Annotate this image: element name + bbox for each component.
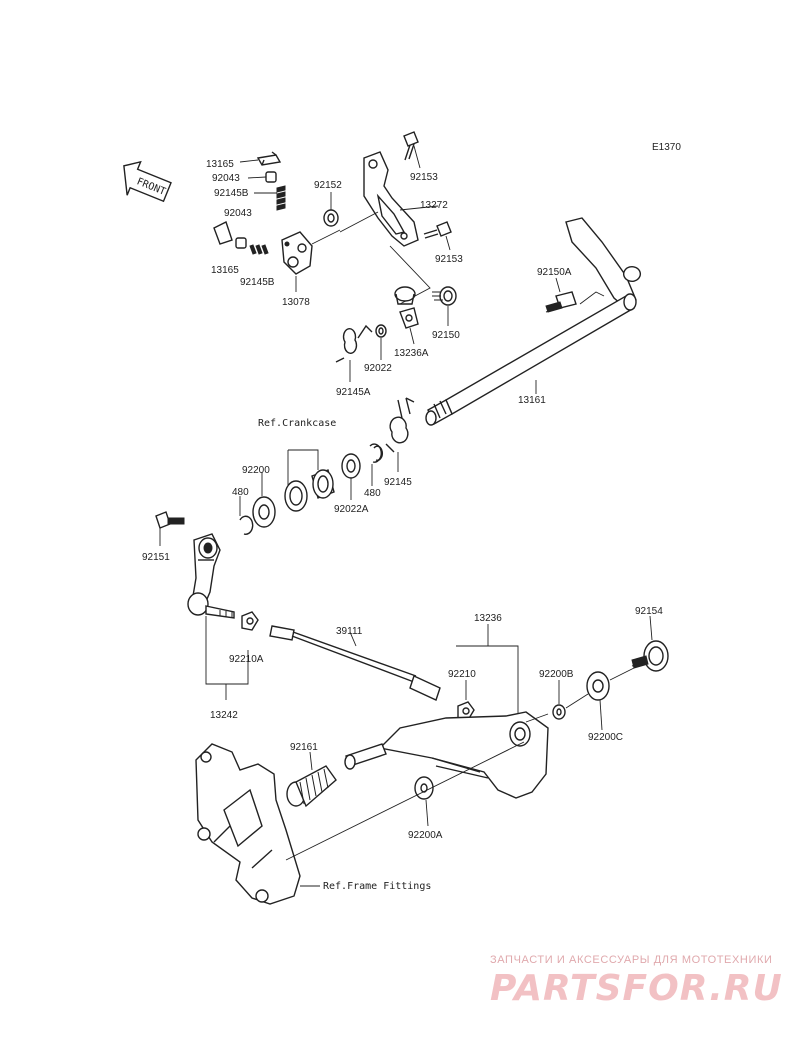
label-13242: 13242: [210, 710, 238, 721]
label-92043-top: 92043: [212, 173, 240, 184]
label-92150a: 92150A: [537, 267, 572, 278]
frame-fitting-bracket: [195, 743, 301, 905]
shift-cam-group: [213, 151, 341, 292]
watermark-tagline: ЗАПЧАСТИ И АКСЕССУАРЫ ДЛЯ МОТОТЕХНИКИ: [490, 954, 772, 966]
label-92145b-lower: 92145B: [240, 277, 275, 288]
plate-13272: [339, 151, 439, 247]
pin-13236a: [394, 286, 419, 345]
label-92022a: 92022A: [334, 504, 369, 515]
label-13161: 13161: [518, 395, 546, 406]
label-13165-lower: 13165: [211, 265, 239, 276]
label-92043-lower: 92043: [224, 208, 252, 219]
spring-92145-icon: [385, 397, 415, 472]
label-92210a: 92210A: [229, 654, 264, 665]
label-92145b-top: 92145B: [214, 188, 249, 199]
shift-pedal: [344, 711, 549, 799]
label-92151: 92151: [142, 552, 170, 563]
spring-92145b-top-icon: [276, 185, 286, 211]
screw-92153-top: [403, 131, 421, 169]
label-13236a: 13236A: [394, 348, 429, 359]
screw-92153-mid: [423, 221, 452, 251]
washer-92022a: [341, 453, 361, 500]
label-92210: 92210: [448, 669, 476, 680]
label-92145: 92145: [384, 477, 412, 488]
nut-92210a: [241, 611, 259, 631]
label-92200: 92200: [242, 465, 270, 476]
washer-92200: [252, 472, 276, 528]
part-labels: 13165 92043 92145B 92043 13165 92145B 13…: [142, 159, 663, 841]
bolt-92154: [631, 615, 669, 672]
circlip-480-right: [369, 443, 383, 486]
diagram-code: E1370: [652, 142, 681, 153]
label-92154: 92154: [635, 606, 663, 617]
ref-frame-fittings: Ref.Frame Fittings: [323, 881, 431, 892]
crankcase-bearings: Ref.Crankcase: [258, 418, 336, 512]
label-480-right: 480: [364, 488, 381, 499]
label-92153-mid: 92153: [435, 254, 463, 265]
nut-92210: [457, 680, 475, 721]
washer-92152: [323, 192, 339, 227]
label-13078: 13078: [282, 297, 310, 308]
washer-92200a: [414, 776, 434, 827]
front-arrow-icon: FRONT: [123, 160, 172, 203]
label-92152: 92152: [314, 180, 342, 191]
label-92145a: 92145A: [336, 387, 371, 398]
shift-cam-13078: [281, 231, 313, 275]
circlip-480-left: [239, 496, 254, 535]
label-92200c: 92200C: [588, 732, 623, 743]
bolt-92150: [432, 286, 457, 326]
shift-lever-13242: [155, 511, 249, 700]
label-92022: 92022: [364, 363, 392, 374]
label-92161: 92161: [290, 742, 318, 753]
label-13236: 13236: [474, 613, 502, 624]
washer-92200b: [552, 680, 566, 720]
label-92200b: 92200B: [539, 669, 574, 680]
label-92150: 92150: [432, 330, 460, 341]
label-13272: 13272: [420, 200, 448, 211]
watermark-logo: PARTSFOR.RU: [490, 968, 783, 1009]
spring-92145a-icon: [335, 324, 373, 382]
label-39111: 39111: [336, 626, 363, 637]
washer-92200c: [586, 671, 610, 731]
shift-shaft-13161: [425, 217, 642, 426]
label-13165-top: 13165: [206, 159, 234, 170]
label-480-left: 480: [232, 487, 249, 498]
label-92153-top: 92153: [410, 172, 438, 183]
label-92200a: 92200A: [408, 830, 443, 841]
ref-crankcase: Ref.Crankcase: [258, 418, 336, 429]
pedal-rubber-92161: [286, 751, 337, 808]
bolt-92150a: [545, 277, 577, 313]
tie-rod-39111: [269, 625, 441, 701]
watermark: ЗАПЧАСТИ И АКСЕССУАРЫ ДЛЯ МОТОТЕХНИКИ PA…: [490, 954, 783, 1009]
washer-92022: [375, 324, 387, 360]
